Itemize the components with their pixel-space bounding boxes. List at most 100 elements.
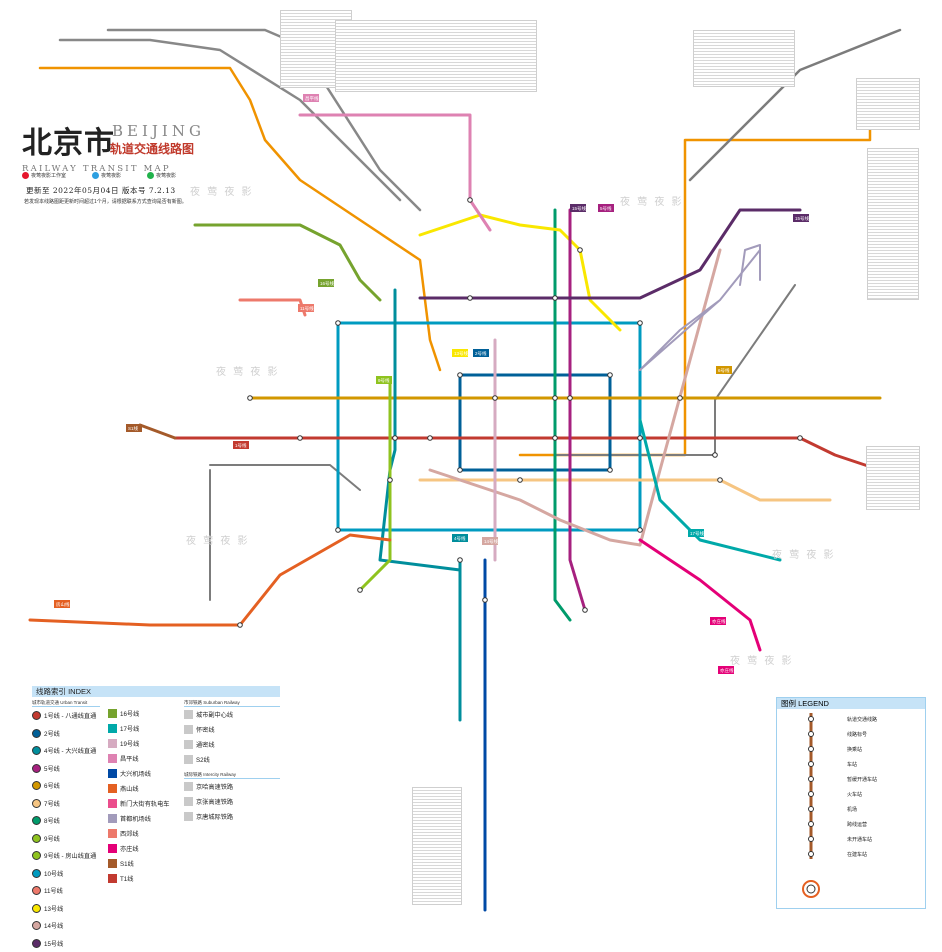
station-marker <box>518 478 523 483</box>
line-color-swatch <box>184 710 193 719</box>
line-color-swatch <box>32 851 41 860</box>
station-marker <box>568 396 573 401</box>
line-s1-path <box>140 425 175 438</box>
index-item[interactable]: 京哈高速铁路 <box>184 779 280 794</box>
watermark: 夜 莺 夜 影 <box>216 363 280 378</box>
station-marker <box>468 296 473 301</box>
index-item[interactable]: 19号线 <box>108 736 174 751</box>
station-marker <box>358 588 363 593</box>
legend-item-label: 车站 <box>847 761 857 768</box>
social-label: 夜莺夜影 <box>101 172 121 179</box>
index-item-label: 西郊线 <box>120 829 139 838</box>
timetable-panel <box>866 446 920 510</box>
index-item[interactable]: 燕山线 <box>108 781 174 796</box>
line-color-swatch <box>32 921 41 930</box>
index-item[interactable]: 亦庄线 <box>108 841 174 856</box>
index-item[interactable]: 城市副中心线 <box>184 707 280 722</box>
index-item[interactable]: 14号线 <box>32 917 100 935</box>
index-item[interactable]: 昌平线 <box>108 751 174 766</box>
line-badge-label: 13号线 <box>454 350 469 357</box>
legend-item-label: 跨线运营 <box>847 821 867 828</box>
station-marker <box>458 558 463 563</box>
watermark: 夜 莺 夜 影 <box>730 652 794 667</box>
social-wechat[interactable]: 夜莺夜影 <box>147 172 176 179</box>
station-marker <box>388 478 393 483</box>
line-suburban_huairou-path <box>520 130 870 455</box>
index-item-label: 京张高速铁路 <box>196 797 233 806</box>
index-item[interactable]: 京张高速铁路 <box>184 794 280 809</box>
watermark: 夜 莺 夜 影 <box>186 532 250 547</box>
index-section-header: 城市轨道交通 Urban Transit <box>32 699 100 707</box>
line-color-swatch <box>32 711 41 720</box>
index-item[interactable]: 17号线 <box>108 721 174 736</box>
index-item[interactable]: 9号线 - 房山线直通 <box>32 847 100 865</box>
social-links: 夜莺夜影工作室 夜莺夜影 夜莺夜影 <box>22 172 176 179</box>
index-item[interactable]: 2号线 <box>32 725 100 743</box>
index-item[interactable]: 新门大街有轨电车 <box>108 796 174 811</box>
update-notice: 若发现本线路图距更新时间超过1个月，请根据联系方式查询是否有新图。 <box>24 198 187 205</box>
index-item-label: 10号线 <box>44 869 63 878</box>
line-color-swatch <box>32 869 41 878</box>
social-tieba[interactable]: 夜莺夜影 <box>92 172 121 179</box>
index-item-label: 9号线 - 房山线直通 <box>44 851 96 860</box>
line-badge-label: 16号线 <box>320 280 335 287</box>
index-item[interactable]: 怀密线 <box>184 722 280 737</box>
line-color-swatch <box>108 754 117 763</box>
station-marker <box>336 321 341 326</box>
index-item-label: 燕山线 <box>120 784 139 793</box>
line-badge-label: 房山线 <box>56 601 70 608</box>
index-item[interactable]: 京唐城际铁路 <box>184 809 280 824</box>
index-item[interactable]: 西郊线 <box>108 826 174 841</box>
index-item[interactable]: S1线 <box>108 856 174 871</box>
index-item[interactable]: S2线 <box>184 752 280 767</box>
index-item[interactable]: T1线 <box>108 871 174 886</box>
line-color-swatch <box>32 904 41 913</box>
timetable-panel <box>335 20 537 92</box>
station-marker <box>638 528 643 533</box>
line-l11-path <box>240 300 305 315</box>
index-item[interactable]: 首都机场线 <box>108 811 174 826</box>
line-suburban_huairou-path <box>40 68 440 370</box>
index-item-label: 11号线 <box>44 886 63 895</box>
line-color-swatch <box>108 784 117 793</box>
station-marker <box>393 436 398 441</box>
line-badge-label: 昌平线 <box>305 95 319 102</box>
index-item[interactable]: 8号线 <box>32 812 100 830</box>
index-item[interactable]: 7号线 <box>32 795 100 813</box>
line-l4-path <box>380 290 460 570</box>
index-item-label: 通密线 <box>196 740 215 749</box>
index-item[interactable]: 5号线 <box>32 760 100 778</box>
index-item[interactable]: 13号线 <box>32 900 100 918</box>
index-item[interactable]: 11号线 <box>32 882 100 900</box>
line-l16-path <box>195 225 380 300</box>
index-item[interactable]: 10号线 <box>32 865 100 883</box>
station-marker <box>713 453 718 458</box>
index-item-label: 8号线 <box>44 816 60 825</box>
line-color-swatch <box>108 859 117 868</box>
index-item[interactable]: 16号线 <box>108 706 174 721</box>
index-item[interactable]: 大兴机场线 <box>108 766 174 781</box>
index-item[interactable]: 通密线 <box>184 737 280 752</box>
line-color-swatch <box>184 755 193 764</box>
line-l15-path <box>420 210 800 298</box>
index-item[interactable]: 15号线 <box>32 935 100 952</box>
line-badge-label: 11号线 <box>300 305 314 312</box>
index-item-label: S2线 <box>196 755 210 764</box>
legend-item-label: 暂缓开通车站 <box>847 776 877 783</box>
legend-marker <box>809 807 814 812</box>
index-item-label: 5号线 <box>44 764 60 773</box>
index-item[interactable]: 1号线 - 八通线直通 <box>32 707 100 725</box>
index-item-label: 7号线 <box>44 799 60 808</box>
line-lightrail-path <box>555 285 795 455</box>
station-marker <box>638 321 643 326</box>
index-item[interactable]: 9号线 <box>32 830 100 848</box>
index-item-label: 昌平线 <box>120 754 139 763</box>
line-badge-label: 6号线 <box>718 367 730 374</box>
index-item[interactable]: 4号线 - 大兴线直通 <box>32 742 100 760</box>
index-item[interactable]: 6号线 <box>32 777 100 795</box>
map-title-block: 北京市 BEIJING 轨道交通线路图 RAILWAY TRANSIT MAP <box>22 118 222 174</box>
social-weibo[interactable]: 夜莺夜影工作室 <box>22 172 66 179</box>
